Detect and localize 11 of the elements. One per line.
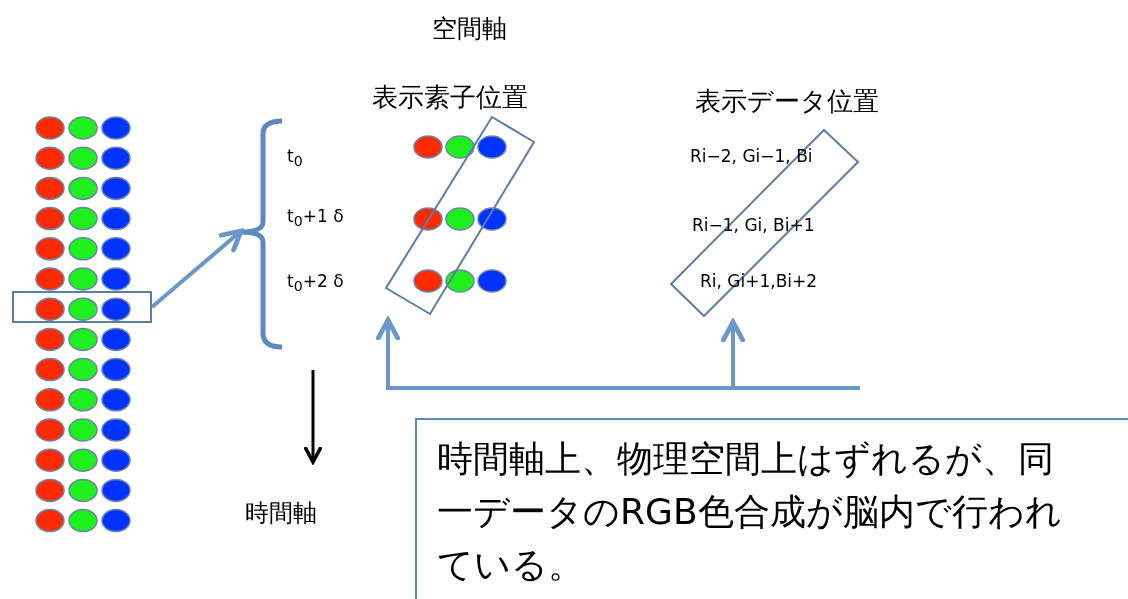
column-heading: 表示データ位置 — [695, 85, 879, 118]
column-heading: 表示素子位置 — [372, 81, 528, 114]
note-box: 時間軸上、物理空間上はずれるが、同一データのRGB色合成が脳内で行われている。 — [415, 418, 1128, 599]
time-label: t$_{0}$+2 δ — [287, 271, 344, 295]
axis-label: 空間軸 — [432, 13, 507, 45]
arrow — [719, 319, 860, 390]
time-label: t$_{0}$ — [287, 146, 303, 170]
time-label: t$_{0}$+1 δ — [287, 206, 344, 230]
arrow — [150, 228, 244, 309]
axis-label: 時間軸 — [245, 498, 317, 529]
data-label: Ri−2, Gi−1, Bi — [690, 146, 813, 166]
